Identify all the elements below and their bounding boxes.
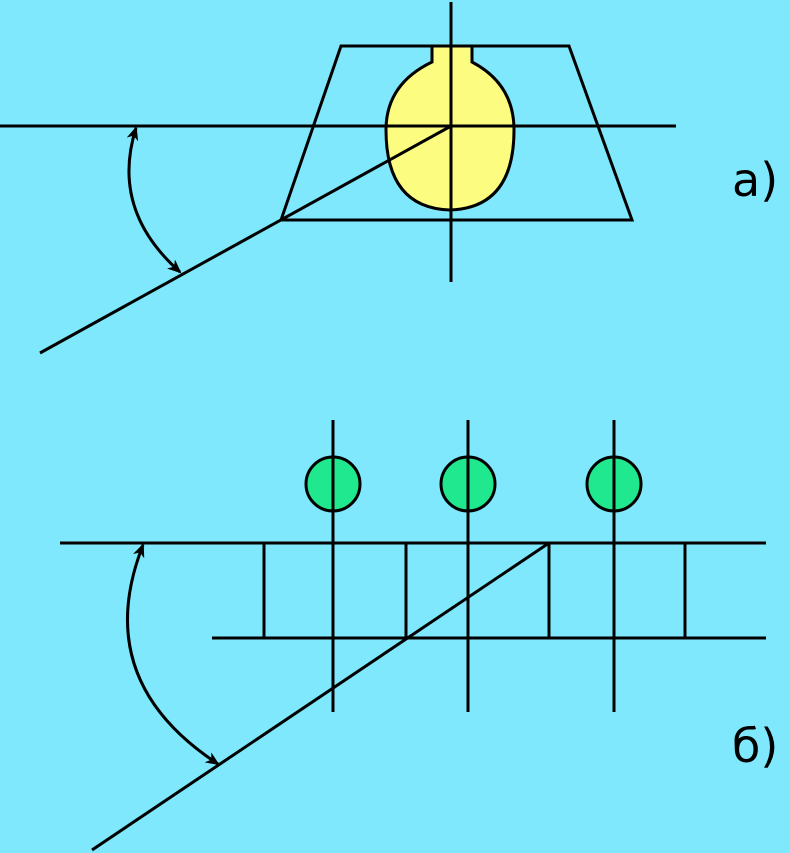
part-b-diagram: б) <box>60 420 778 852</box>
part-a-diagram: а) <box>0 2 778 355</box>
part-b-label: б) <box>732 719 778 773</box>
part-a-label: а) <box>732 153 778 207</box>
angle-arrow-icon <box>126 126 182 274</box>
inclined-line <box>39 124 452 355</box>
trapezoid-outline <box>278 44 635 222</box>
inclined-line-b <box>91 541 550 852</box>
angle-arrow-b-icon <box>125 543 220 766</box>
